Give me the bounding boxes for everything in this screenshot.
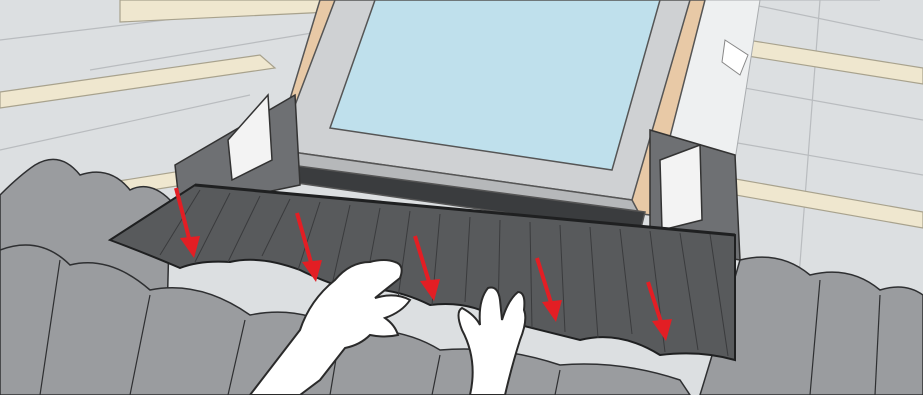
arrow-1 <box>174 187 200 258</box>
side-flashings <box>174 93 741 261</box>
apron-flashing <box>107 183 736 362</box>
arrow-3 <box>413 235 440 301</box>
left-hand <box>248 259 412 395</box>
arrow-5 <box>646 281 672 341</box>
membrane-fold <box>721 39 749 76</box>
flashing-tab-right <box>659 143 703 231</box>
window-glass <box>328 0 661 171</box>
batten-top-left <box>0 54 277 109</box>
hands <box>248 259 527 395</box>
apron-flashing-sheet <box>107 183 736 362</box>
apron-corrugation <box>159 189 729 357</box>
arrow-2 <box>295 212 322 282</box>
arrow-4 <box>535 257 562 322</box>
flashing-tab-left <box>227 93 273 182</box>
press-arrows <box>174 187 672 341</box>
apron-top-edge <box>194 183 736 237</box>
right-hand <box>457 286 527 395</box>
roof-tiles <box>0 158 923 395</box>
roof-window <box>260 0 706 233</box>
